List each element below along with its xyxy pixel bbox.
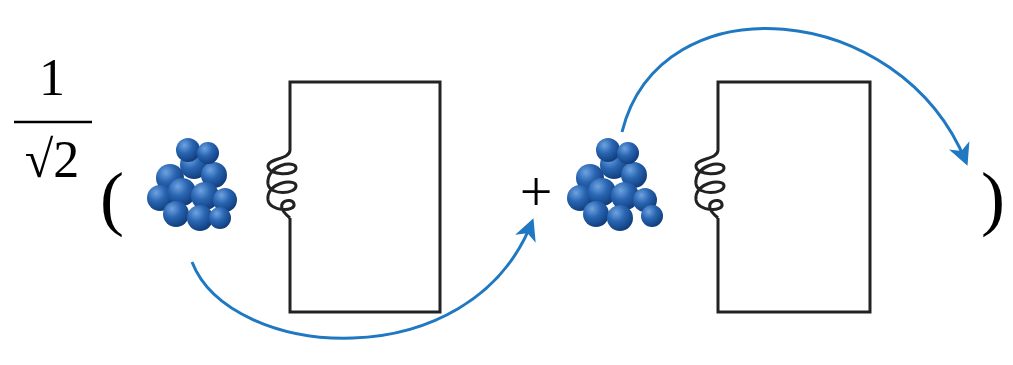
fraction-numerator: 1 — [39, 52, 65, 104]
inductor-circuit — [268, 82, 440, 312]
fraction-bar — [14, 121, 92, 124]
plus-sign: + — [520, 163, 553, 221]
transition-arrow — [192, 222, 532, 338]
open-paren: ( — [100, 162, 124, 234]
close-paren: ) — [981, 162, 1005, 234]
transition-arrow — [622, 29, 966, 162]
inductor-circuit — [696, 82, 870, 312]
fraction-denominator: √2 — [25, 134, 80, 186]
atom-cluster — [147, 138, 237, 231]
atom-cluster — [567, 138, 663, 231]
